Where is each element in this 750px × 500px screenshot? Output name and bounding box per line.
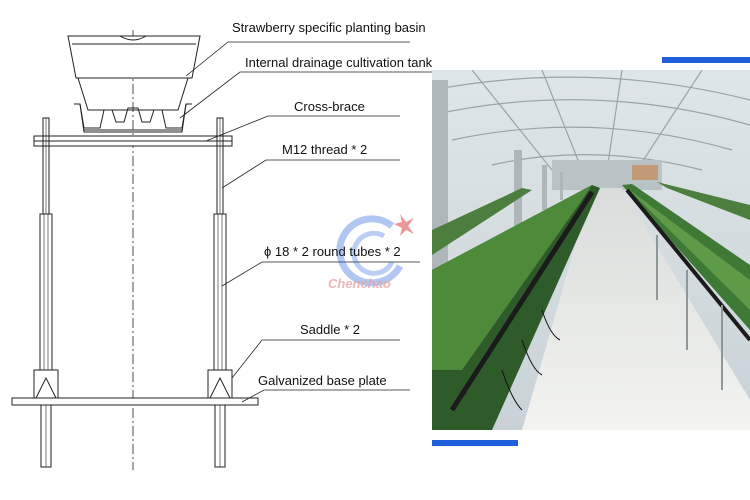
greenhouse-photo [432, 70, 750, 430]
saddles [33, 369, 233, 399]
accent-bar-top [662, 57, 750, 63]
cross-brace-part [33, 135, 233, 147]
diameter-symbol: ϕ [264, 244, 272, 259]
leader-lines [179, 41, 460, 403]
watermark-brand-text: Chenchao [328, 276, 391, 291]
planting-basin [67, 35, 201, 111]
label-round-tubes-text: 18 * 2 round tubes * 2 [274, 244, 401, 259]
watermark-logo-icon [336, 214, 414, 287]
label-saddle: Saddle * 2 [300, 322, 360, 337]
base-plate [11, 397, 259, 406]
label-round-tubes: ϕ 18 * 2 round tubes * 2 [264, 244, 401, 259]
label-planting-basin: Strawberry specific planting basin [232, 20, 426, 35]
label-cross-brace: Cross-brace [294, 99, 365, 114]
label-base-plate: Galvanized base plate [258, 373, 387, 388]
accent-bar-bottom [432, 440, 518, 446]
round-tubes [39, 213, 227, 375]
label-cultivation-tank: Internal drainage cultivation tank [245, 55, 433, 70]
label-m12-thread: M12 thread * 2 [282, 142, 368, 157]
cultivation-tank [74, 103, 192, 133]
ground-stakes [40, 404, 226, 468]
